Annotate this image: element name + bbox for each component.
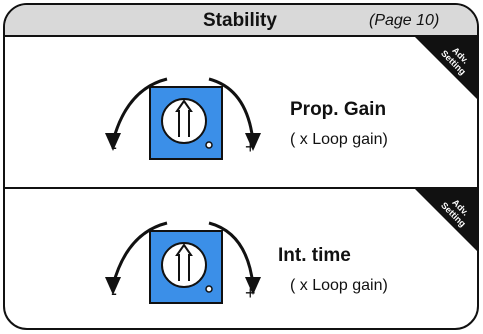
rotary-knob-icon [161, 242, 207, 288]
decrease-sign: - [111, 137, 117, 157]
rotate-left-arrowhead-icon [105, 277, 121, 295]
rotate-right-arrow-icon [208, 77, 255, 142]
knob-dot-icon [205, 141, 213, 149]
prop-gain-label: Prop. Gain [290, 99, 387, 120]
adv-setting-badge: Adv.Setting [415, 189, 477, 253]
rotate-left-arrowhead-icon [105, 133, 121, 151]
rotate-right-arrowhead-icon [245, 133, 261, 151]
panel-header: Stability (Page 10) [5, 5, 477, 37]
page-title: Stability [203, 10, 277, 31]
rotate-left-arrow-icon [111, 77, 168, 142]
int-time-knob-control[interactable] [105, 189, 275, 319]
increase-sign: + [245, 283, 256, 303]
rotate-right-arrow-icon [208, 221, 255, 286]
adv-setting-badge: Adv.Setting [415, 37, 477, 101]
badge-triangle-icon [415, 37, 477, 99]
decrease-sign: - [111, 283, 117, 303]
increase-sign: + [245, 137, 256, 157]
rotary-knob-icon [161, 98, 207, 144]
prop-gain-knob-control[interactable] [105, 45, 275, 175]
prop-gain-sublabel: ( x Loop gain) [290, 131, 388, 148]
rotate-right-arrowhead-icon [245, 277, 261, 295]
int-time-section: Adv.Setting - + Int. time ( x Loop gain) [5, 189, 477, 328]
stability-panel: Stability (Page 10) Adv.Setting - + Pr [3, 3, 479, 330]
page-number: (Page 10) [369, 12, 440, 29]
badge-triangle-icon [415, 189, 477, 251]
rotate-left-arrow-icon [111, 221, 168, 286]
knob-dot-icon [205, 285, 213, 293]
prop-gain-section: Adv.Setting - + Prop. Gain ( x Loop gain… [5, 37, 477, 187]
knob-pointer-icon [175, 243, 193, 281]
int-time-sublabel: ( x Loop gain) [290, 277, 388, 294]
section-divider [5, 187, 477, 189]
int-time-label: Int. time [278, 245, 351, 266]
knob-pointer-icon [175, 99, 193, 137]
